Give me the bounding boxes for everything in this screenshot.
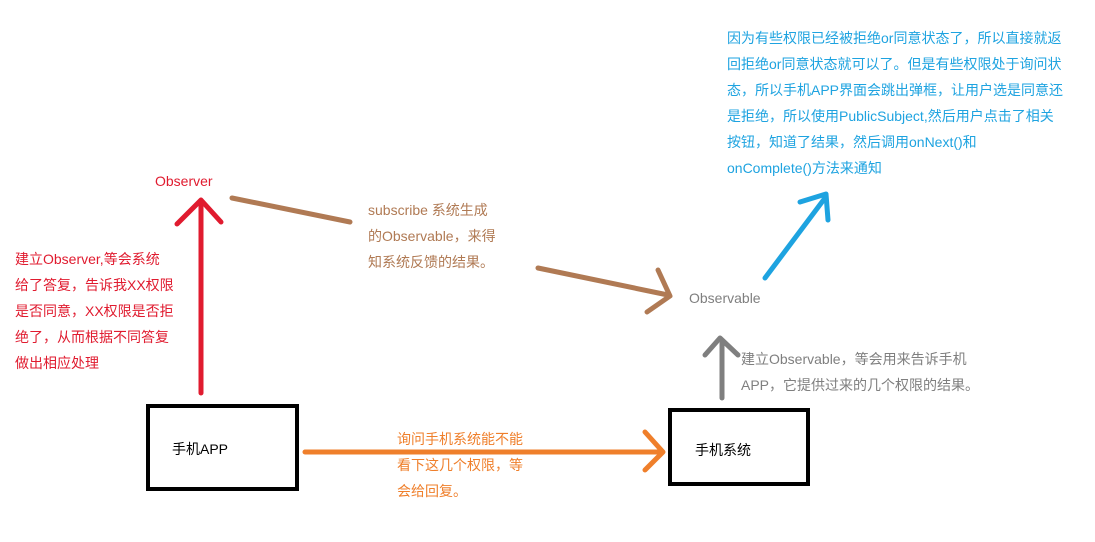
observer-label: Observer — [155, 173, 213, 189]
note-line: 看下这几个权限，等 — [397, 457, 523, 473]
observer-note: 建立Observer,等会系统 给了答复，告诉我XX权限 是否同意，XX权限是否… — [15, 246, 174, 376]
note-line: 绝了，从而根据不同答复 — [15, 329, 169, 345]
note-line: 是拒绝，所以使用PublicSubject,然后用户点击了相关 — [727, 108, 1054, 124]
subscribe-note: subscribe 系统生成 的Observable，来得 知系统反馈的结果。 — [368, 197, 496, 275]
note-line: 建立Observable，等会用来告诉手机 — [741, 351, 967, 367]
note-line: onComplete()方法来通知 — [727, 160, 882, 176]
note-line: 知系统反馈的结果。 — [368, 254, 494, 270]
note-line: 给了答复，告诉我XX权限 — [15, 277, 174, 293]
phone-app-box: 手机APP — [146, 404, 299, 491]
note-line: 是否同意，XX权限是否拒 — [15, 303, 174, 319]
note-line: 按钮，知道了结果，然后调用onNext()和 — [727, 134, 977, 150]
note-line: APP，它提供过来的几个权限的结果。 — [741, 377, 980, 393]
phone-system-label: 手机系统 — [695, 442, 751, 458]
phone-app-label: 手机APP — [172, 441, 229, 457]
note-line: 态，所以手机APP界面会跳出弹框，让用户选是同意还 — [727, 82, 1064, 98]
arrow-subscribe — [229, 195, 673, 315]
arrow-app-to-observer — [174, 197, 224, 396]
arrow-app-to-system — [302, 429, 666, 473]
note-line: 回拒绝or同意状态就可以了。但是有些权限处于询问状 — [727, 56, 1062, 72]
note-line: subscribe 系统生成 — [368, 202, 488, 218]
phone-system-box: 手机系统 — [668, 408, 810, 486]
observable-label: Observable — [689, 290, 761, 306]
note-line: 询问手机系统能不能 — [397, 431, 523, 447]
note-line: 的Observable，来得 — [368, 228, 496, 244]
arrow-system-to-observable — [702, 335, 741, 401]
note-line: 会给回复。 — [397, 483, 467, 499]
note-line: 建立Observer,等会系统 — [15, 251, 160, 267]
note-line: 做出相应处理 — [15, 355, 99, 371]
notify-note: 因为有些权限已经被拒绝or同意状态了，所以直接就返 回拒绝or同意状态就可以了。… — [727, 25, 1063, 181]
note-line: 因为有些权限已经被拒绝or同意状态了，所以直接就返 — [727, 30, 1062, 46]
arrow-notify — [762, 191, 831, 281]
query-note: 询问手机系统能不能 看下这几个权限，等 会给回复。 — [397, 426, 523, 504]
observable-note: 建立Observable，等会用来告诉手机 APP，它提供过来的几个权限的结果。 — [741, 346, 979, 398]
